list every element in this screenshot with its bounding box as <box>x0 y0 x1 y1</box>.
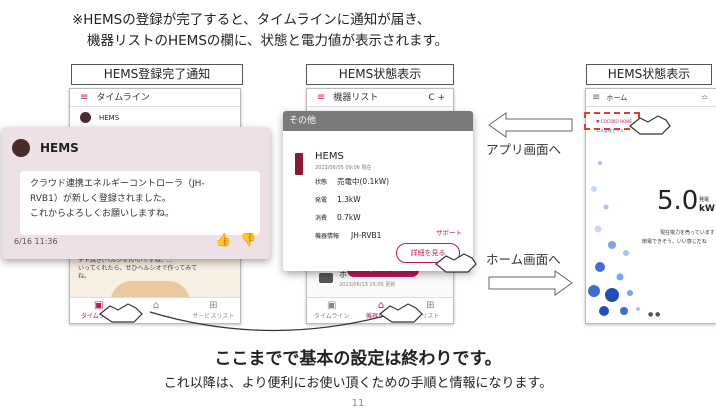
settings-icon[interactable]: ≏ <box>701 92 708 102</box>
timeline-tab-icon: ▣ <box>326 300 337 311</box>
energy-bubbles-decoration <box>588 161 640 316</box>
note-line-1: ※HEMSの登録が完了すると、タイムラインに通知が届き、 <box>72 12 431 28</box>
hand-pointer-icon <box>435 253 477 273</box>
device-row-updated: 2023/06/13 15:05 更新 <box>339 282 396 288</box>
feed-item: テト焼き(ヘルシオ)いいですね。… いってくれたら、せひヘルシオで作ってみて ね… <box>70 255 240 303</box>
caption-status-right: HEMS状態表示 <box>586 64 712 85</box>
feed-text-1: テト焼き(ヘルシオ)いいですね。… <box>78 257 173 264</box>
device-list-appbar: ≡ 機器リスト C + <box>307 89 453 107</box>
home-desc-line-1: 現在電力を売っています <box>660 230 715 236</box>
notification-body-line-2: RVB1）が新しく登録されました。 <box>30 194 171 204</box>
big-power-unit: kW <box>699 204 715 214</box>
hems-logo-icon <box>80 112 91 123</box>
grid-tab-icon: ⊞ <box>426 300 435 311</box>
home-desc-line-2: 節電できそう。いい感じだね <box>642 239 707 245</box>
support-link[interactable]: サポート <box>436 229 462 237</box>
arrow-left-to-app <box>488 112 573 138</box>
home-appbar: ≡ ホーム ≏ <box>586 89 716 107</box>
dialog-header: その他 <box>283 111 473 131</box>
menu-icon[interactable]: ≡ <box>80 91 89 103</box>
hand-pointer-icon <box>98 303 143 323</box>
flow-connector-arrow <box>149 311 393 332</box>
device-row-name: ホ <box>339 270 347 279</box>
note-line-2: 機器リストのHEMSの欄に、状態と電力値が表示されます。 <box>87 33 449 49</box>
tab-home[interactable]: ⌂ <box>127 298 184 323</box>
footer-headline: ここまでで基本の設定は終わりです。 <box>214 349 502 369</box>
timeline-tabbar: ▣タイムライン ⌂ ⊞サービスリスト <box>70 297 240 323</box>
notification-card[interactable]: HEMS クラウド連携エネルギーコントローラ（JH- RVB1）が新しく登録され… <box>2 127 270 259</box>
refresh-add-icons[interactable]: C + <box>428 92 445 103</box>
notification-timestamp: 6/16 11:36 <box>14 237 58 246</box>
device-icon <box>319 273 333 283</box>
footer-subline: これ以降は、より便利にお使い頂くための手順と情報になります。 <box>163 376 553 391</box>
timeline-hems-row[interactable]: HEMS <box>70 107 240 129</box>
tab-service-list[interactable]: ⊞サービスリスト <box>185 298 240 323</box>
dialog-row-status: 状態売電中(0.1kW) <box>315 177 390 186</box>
notification-title: HEMS <box>40 141 79 155</box>
menu-icon[interactable]: ≡ <box>317 91 326 103</box>
notification-header: HEMS <box>12 139 79 157</box>
device-list-title: 機器リスト <box>333 92 379 103</box>
hand-pointer-icon <box>378 303 423 323</box>
timeline-appbar: ≡ タイムライン <box>70 89 240 107</box>
page-number: 11 <box>351 398 365 409</box>
notification-body: クラウド連携エネルギーコントローラ（JH- RVB1）が新しく登録されました。 … <box>20 171 260 235</box>
menu-icon[interactable]: ≡ <box>592 91 601 103</box>
app-screen-label: アプリ画面へ <box>486 142 562 157</box>
tab-timeline[interactable]: ▣タイムライン <box>70 298 127 323</box>
page-indicator: ● ● <box>648 311 661 318</box>
home-tab-icon: ⌂ <box>377 300 385 311</box>
grid-tab-icon: ⊞ <box>209 300 218 311</box>
like-icon[interactable]: 👍 <box>215 233 232 248</box>
big-power-value: 5.0 <box>657 186 699 216</box>
notification-body-line-3: これからよろしくお願いしますね。 <box>30 209 175 219</box>
hand-pointer-icon <box>629 115 671 135</box>
timeline-hems-row-label: HEMS <box>99 113 120 122</box>
caption-registration-notice: HEMS登録完了通知 <box>71 64 243 85</box>
details-button[interactable]: 詳細を見る <box>396 243 460 263</box>
home-tab-icon: ⌂ <box>152 300 160 311</box>
tab-timeline[interactable]: ▣タイムライン <box>307 298 356 323</box>
home-screen-phone: ≡ ホーム ≏ ♥ COCORO HOME エネ管理モデル 5.0 発電 kW … <box>585 88 716 324</box>
home-screen-label: ホーム画面へ <box>486 252 561 267</box>
caption-status-middle: HEMS状態表示 <box>306 64 454 85</box>
notification-body-line-1: クラウド連携エネルギーコントローラ（JH- <box>30 179 205 189</box>
feed-text-3: ね。 <box>78 273 91 280</box>
dislike-icon[interactable]: 👎 <box>240 233 257 248</box>
brand-heart-icon: ♥ <box>596 119 601 124</box>
timeline-tab-icon: ▣ <box>93 300 104 311</box>
tab-service-list[interactable]: ⊞リスト <box>406 298 453 323</box>
home-title: ホーム <box>606 93 628 102</box>
timeline-title: タイムライン <box>96 92 150 103</box>
arrow-right-to-home <box>488 270 573 296</box>
dialog-updated: 2023/06/05 09:06 現在 <box>315 165 372 171</box>
subbrand-label: エネ管理モデル <box>596 128 624 133</box>
hems-logo-icon <box>12 139 30 157</box>
brand-logo[interactable]: ♥ COCORO HOME <box>596 119 633 124</box>
hems-detail-dialog: その他 HEMS 2023/06/05 09:06 現在 状態売電中(0.1kW… <box>283 111 473 271</box>
big-value-caption: 発電 <box>699 197 710 203</box>
hems-device-icon <box>295 153 303 175</box>
dialog-device-name: HEMS <box>315 151 344 162</box>
feed-text-2: いってくれたら、せひヘルシオで作ってみて <box>78 265 198 272</box>
